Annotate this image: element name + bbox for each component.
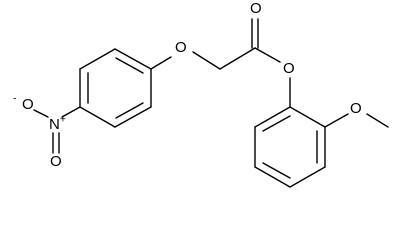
ring-to-phenoxy-oxygen-bond <box>150 56 172 70</box>
carbonyl-oxygen-label: O <box>250 0 262 17</box>
nitrogen-to-oxygen-top-bond <box>33 109 49 118</box>
nitro-nitrogen-label: N <box>49 116 60 133</box>
ring1-bond <box>114 48 152 70</box>
linker-chain: O O O <box>150 0 295 108</box>
ring2-bond <box>254 166 291 188</box>
ring2-bond <box>289 106 326 128</box>
methoxyphenyl-ring <box>254 106 326 188</box>
ring1-double-bond <box>115 57 144 74</box>
nitro-nitrogen-charge: + <box>60 115 66 126</box>
chemical-structure-diagram: N + O - O O O O O <box>13 0 389 188</box>
phenoxy-oxygen-label: O <box>175 39 187 56</box>
ring1-bond <box>114 106 152 128</box>
phenoxy-oxygen-to-ch2-bond <box>192 51 221 70</box>
methoxy-group: O <box>324 100 389 128</box>
ring2-bond <box>254 106 291 128</box>
nitrophenyl-ring <box>79 48 152 128</box>
nitro-oxygen-bottom-label: O <box>50 153 62 170</box>
ring-to-methoxy-oxygen-bond <box>324 113 349 128</box>
ester-oxygen-label: O <box>283 60 295 77</box>
ring1-bond <box>79 106 116 128</box>
ring2-double-bond <box>262 115 291 132</box>
nitro-group: N + O - O <box>13 94 81 170</box>
ring1-double-bond <box>115 102 144 119</box>
methoxy-oxygen-to-methyl-bond <box>366 113 389 128</box>
ring-to-nitrogen-bond <box>61 106 81 118</box>
ch2-to-carbonyl-bond <box>219 47 256 70</box>
ring2-bond <box>289 166 326 188</box>
nitro-oxygen-top-label: O <box>22 96 34 113</box>
carbonyl-to-ester-oxygen-bond <box>254 47 281 63</box>
ring1-bond <box>79 48 116 70</box>
nitro-oxygen-top-charge: - <box>13 94 16 105</box>
methoxy-oxygen-label: O <box>350 100 362 117</box>
ring2-double-bond <box>262 162 291 179</box>
